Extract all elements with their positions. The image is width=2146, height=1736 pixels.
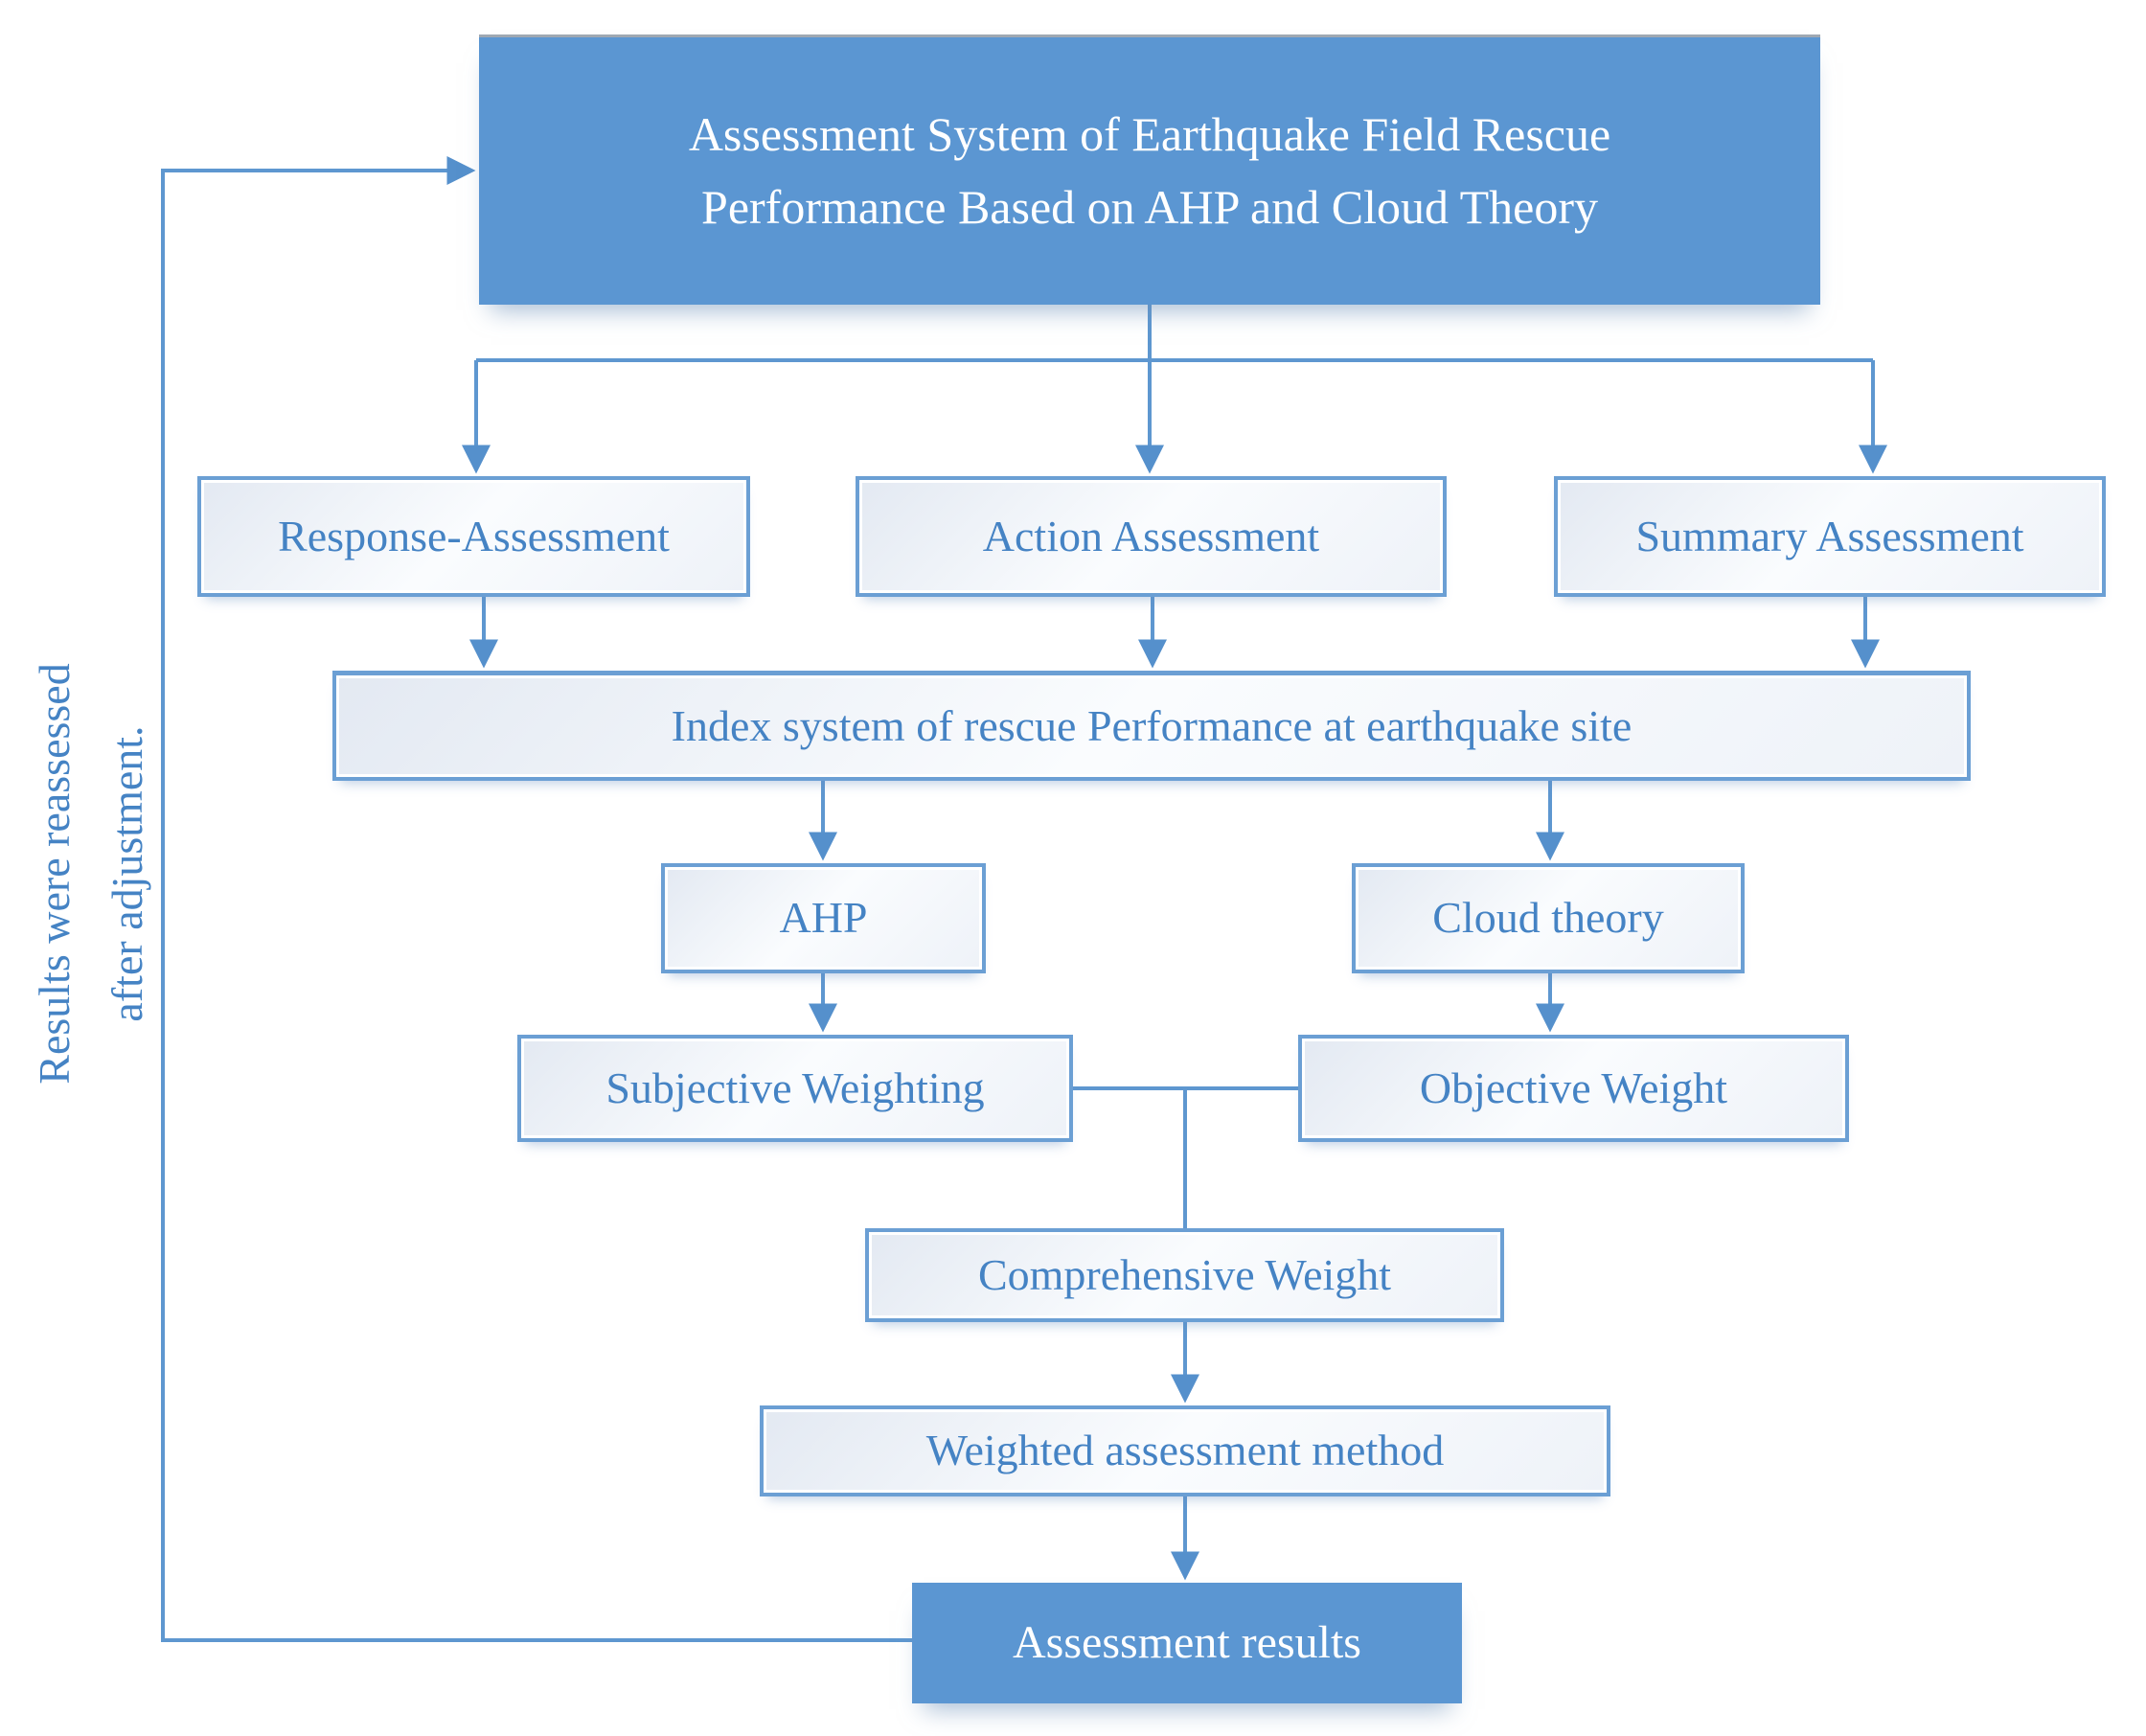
node-subjective-weighting: Subjective Weighting [517,1035,1073,1142]
node-label: Response-Assessment [278,511,670,560]
node-cloud-theory: Cloud theory [1352,863,1745,973]
node-label: Comprehensive Weight [977,1249,1392,1299]
node-label: Assessment results [1013,1617,1361,1669]
node-action-assessment: Action Assessment [856,476,1447,597]
node-title: Assessment System of Earthquake Field Re… [479,34,1820,305]
node-label: Cloud theory [1432,893,1664,943]
title-line-1: Assessment System of Earthquake Field Re… [688,107,1611,161]
node-ahp: AHP [661,863,986,973]
feedback-loop-line [161,156,912,1642]
node-objective-weight: Objective Weight [1298,1035,1849,1142]
node-label: Objective Weight [1419,1062,1728,1112]
node-weighted-assessment-method: Weighted assessment method [760,1405,1610,1496]
node-response-assessment: Response-Assessment [197,476,750,597]
node-comprehensive-weight: Comprehensive Weight [865,1228,1504,1322]
node-label: Action Assessment [982,511,1320,560]
feedback-annotation-line-2: after adjustment. [103,725,151,1022]
feedback-annotation-line-1: Results were reassessed [30,663,79,1085]
node-label: Subjective Weighting [605,1062,985,1112]
node-summary-assessment: Summary Assessment [1554,476,2106,597]
node-label: AHP [779,893,868,943]
node-label: Weighted assessment method [925,1426,1445,1475]
feedback-annotation: Results were reassessed after adjustment… [18,443,164,1305]
node-label: Index system of rescue Performance at ea… [671,700,1632,750]
node-assessment-results: Assessment results [912,1583,1462,1703]
title-line-2: Performance Based on AHP and Cloud Theor… [701,179,1598,234]
node-label: Summary Assessment [1635,511,2024,560]
node-index-system: Index system of rescue Performance at ea… [332,671,1971,781]
